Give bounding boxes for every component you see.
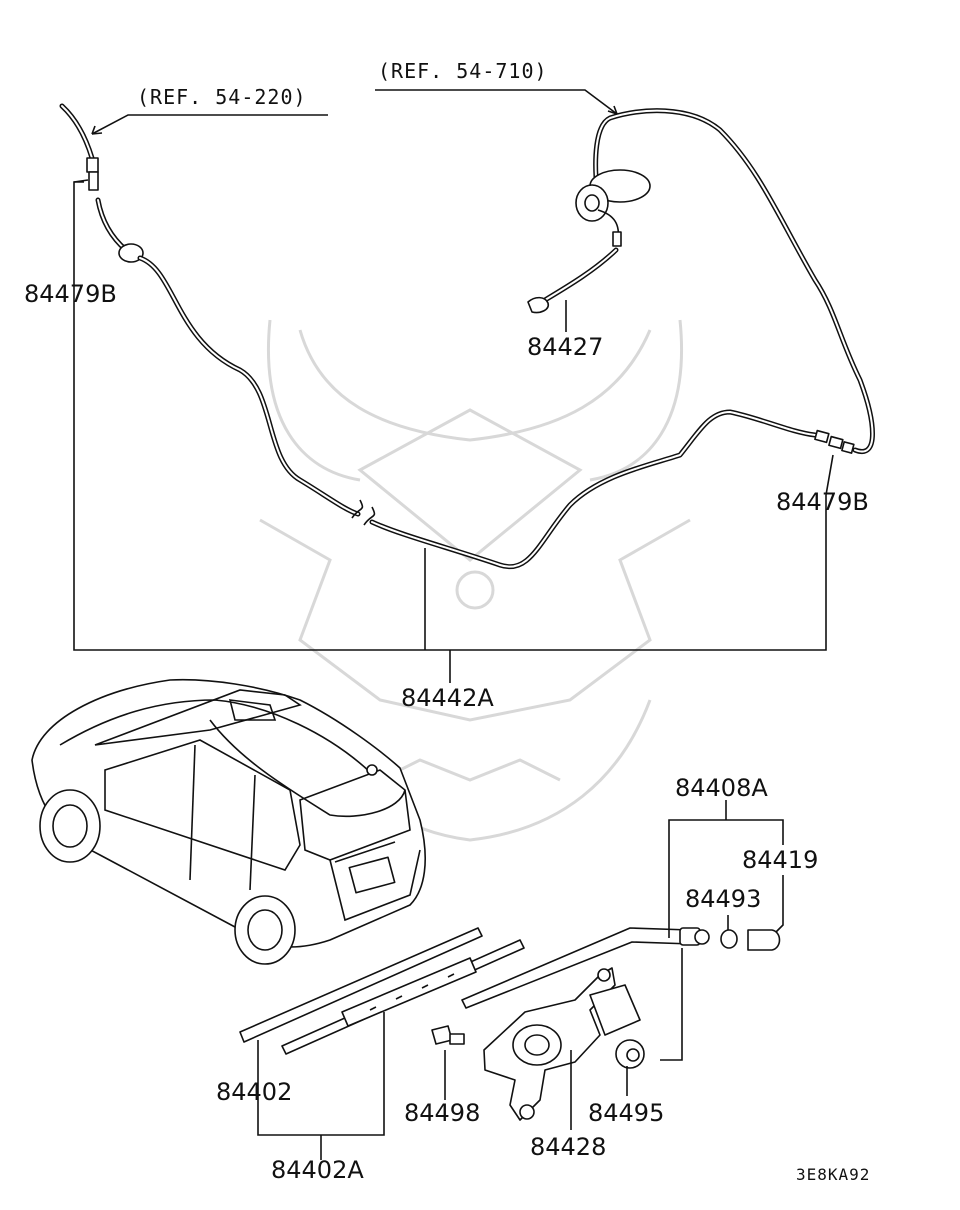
- part-label-84495: 84495: [588, 1099, 664, 1127]
- part-label-84408a: 84408A: [675, 774, 768, 802]
- part-label-84402a: 84402A: [271, 1156, 364, 1184]
- part-label-84498: 84498: [404, 1099, 480, 1127]
- washer-hose-group: [59, 103, 875, 570]
- arm-assy-bracket: [668, 819, 784, 938]
- part-label-84479b-right: 84479B: [776, 488, 869, 516]
- part-label-84479b-left: 84479B: [24, 280, 117, 308]
- nozzle-assembly: [527, 169, 651, 314]
- ref-leader-left: [91, 114, 328, 135]
- ref-label-washer-tank: (REF. 54-710): [378, 59, 548, 83]
- part-label-84493: 84493: [685, 885, 761, 913]
- part-label-84402: 84402: [216, 1078, 292, 1106]
- diagram-code: 3E8KA92: [796, 1165, 870, 1184]
- ref-leader-right: [375, 89, 618, 115]
- part-label-84442a: 84442A: [401, 684, 494, 712]
- part-label-84428: 84428: [530, 1133, 606, 1161]
- part-label-84427: 84427: [527, 333, 603, 361]
- ref-label-washer-tube: (REF. 54-220): [137, 85, 307, 109]
- wiper-motor-part: [431, 967, 645, 1121]
- wiper-blade-parts: [239, 927, 525, 1055]
- part-label-84419: 84419: [742, 846, 818, 874]
- vehicle-illustration: [31, 678, 426, 965]
